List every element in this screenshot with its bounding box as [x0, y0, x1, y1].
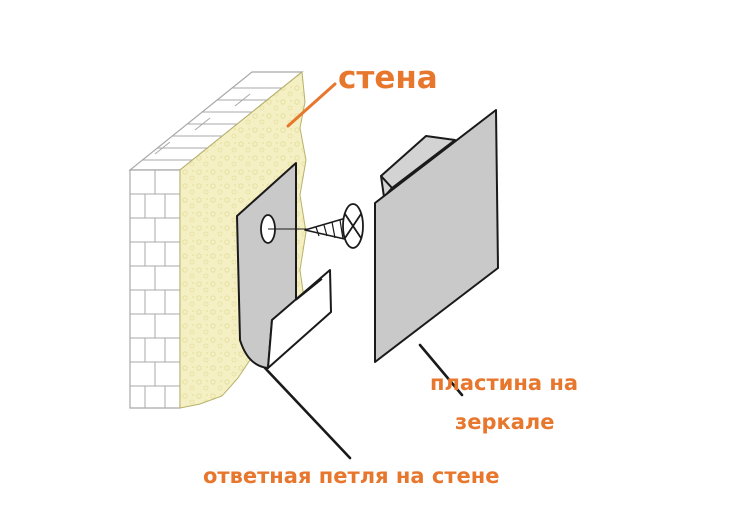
wall-loop-bracket [236, 162, 332, 369]
leader-wall [286, 82, 337, 128]
screw-icon [304, 203, 364, 249]
leader-lines [263, 82, 464, 460]
label-plate-line1: пластина на [430, 371, 579, 395]
brick-wall [129, 169, 181, 409]
label-plate-line2: зеркале [455, 410, 555, 434]
label-wall: стена [338, 60, 438, 96]
leader-loop [263, 366, 352, 460]
mirror-plate [374, 109, 499, 363]
leader-plate [418, 343, 464, 397]
label-loop: ответная петля на стене [203, 464, 500, 488]
